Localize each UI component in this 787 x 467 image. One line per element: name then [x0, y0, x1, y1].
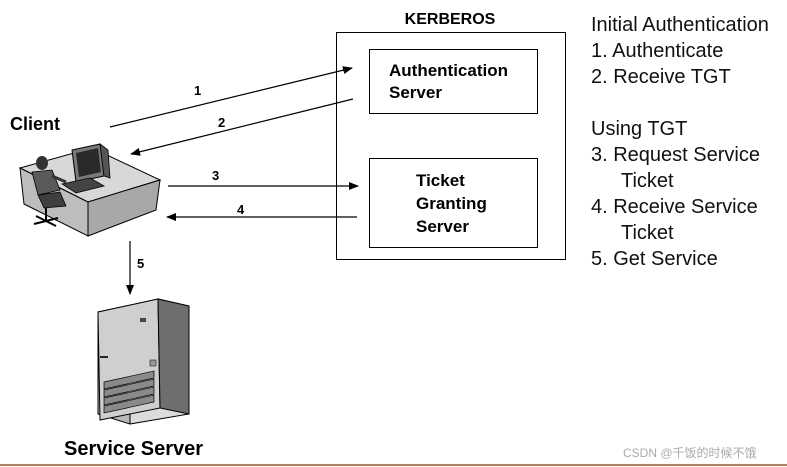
kerberos-title: KERBEROS — [404, 11, 496, 28]
tgs-line2: Granting — [416, 194, 487, 213]
arrow-3-label: 3 — [212, 168, 220, 183]
watermark: CSDN @千饭的时候不饿 — [623, 446, 757, 460]
bottom-rule — [0, 464, 787, 466]
ticket-granting-server-label: Ticket Granting Server — [416, 169, 487, 238]
initial-authentication-heading: Initial Authentication — [591, 14, 769, 36]
arrow-2-label: 2 — [218, 115, 226, 130]
service-server-label: Service Server — [64, 438, 204, 460]
step-4-continued: Ticket — [621, 222, 674, 244]
arrow-4-label: 4 — [237, 202, 245, 217]
tgs-line3: Server — [416, 217, 469, 236]
tgs-line1: Ticket — [416, 171, 465, 190]
step-3-continued: Ticket — [621, 170, 674, 192]
authentication-server-label: Authentication Server — [389, 60, 508, 104]
service-server-icon — [97, 298, 190, 425]
using-tgt-heading: Using TGT — [591, 118, 688, 140]
arrow-5-label: 5 — [137, 256, 145, 271]
step-3: 3. Request Service — [591, 144, 760, 166]
arrow-2 — [130, 98, 354, 156]
arrow-1-label: 1 — [194, 83, 202, 98]
ticket-granting-server-box — [369, 158, 538, 248]
authentication-server-line1: Authentication — [389, 61, 508, 80]
step-2: 2. Receive TGT — [591, 66, 731, 88]
step-5: 5. Get Service — [591, 248, 718, 270]
authentication-server-line2: Server — [389, 83, 442, 102]
step-4: 4. Receive Service — [591, 196, 758, 218]
authentication-server-box — [369, 49, 538, 114]
arrow-1 — [109, 66, 353, 128]
step-1: 1. Authenticate — [591, 40, 724, 62]
client-workstation-icon — [18, 143, 162, 237]
kerberos-box — [336, 32, 566, 260]
client-label: Client — [10, 114, 61, 134]
steps-list: Initial Authentication 1. Authenticate 2… — [591, 12, 769, 272]
